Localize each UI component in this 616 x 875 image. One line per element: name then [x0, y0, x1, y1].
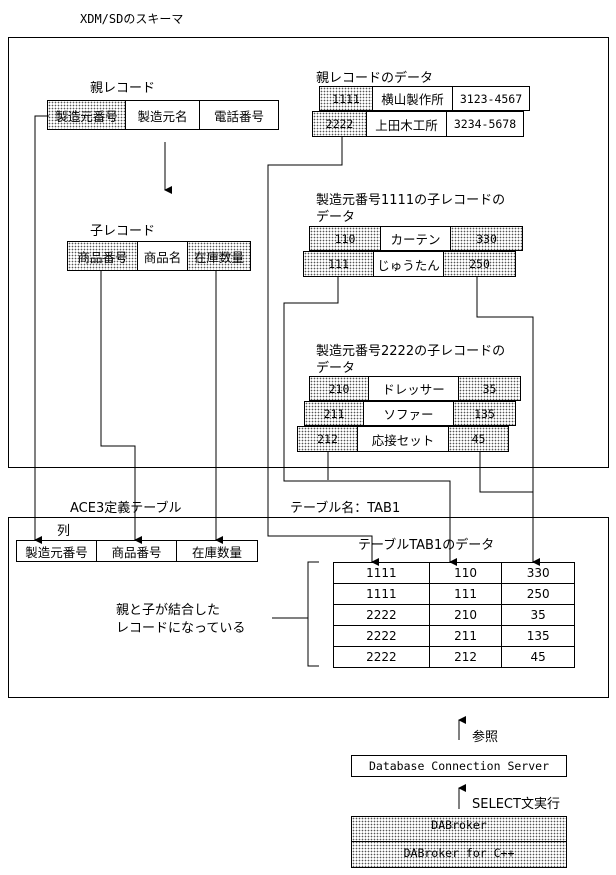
child-1111-row-1: 110 カーテン 330 — [309, 226, 523, 251]
child-data-1111-label-2: データ — [316, 210, 356, 225]
parent-data-row-1: 1111 横山製作所 3123-4567 — [319, 86, 530, 111]
join-note-2: レコードになっている — [116, 621, 246, 636]
cell: 135 — [454, 402, 515, 425]
cell: 2222 — [333, 625, 430, 647]
cell: 2222 — [333, 646, 430, 668]
cell: 111 — [304, 252, 374, 276]
child-2222-row-3: 212 応接セット 45 — [297, 426, 509, 452]
maker-no-mapping — [34, 115, 49, 544]
column-maker-no: 製造元番号 — [17, 541, 97, 561]
parent-record-fields: 製造元番号 製造元名 電話番号 — [47, 100, 279, 130]
cell: 35 — [459, 377, 520, 400]
field-stock-qty: 在庫数量 — [188, 242, 250, 270]
field-product-name: 商品名 — [138, 242, 188, 270]
child-record-label: 子レコード — [90, 224, 156, 239]
child-1111-flow — [283, 277, 457, 566]
cell: 3234-5678 — [453, 117, 517, 131]
tab1-bracket — [307, 561, 319, 667]
broker-cpp-label: DABroker for C++ — [403, 846, 515, 860]
cell: 2222 — [313, 112, 367, 136]
cell: 上田木工所 — [367, 112, 447, 136]
ace3-label: ACE3定義テーブル — [70, 501, 182, 516]
ace3-frame — [8, 517, 609, 698]
join-note-1: 親と子が結合した — [116, 603, 221, 618]
column-product-no: 商品番号 — [97, 541, 177, 561]
cell: 250 — [444, 252, 515, 276]
child-data-1111-label-1: 製造元番号1111の子レコードの — [316, 193, 506, 208]
select-label: SELECT文実行 — [472, 797, 560, 812]
cell: 330 — [451, 227, 522, 250]
cell: 250 — [501, 583, 575, 605]
child-2222-qty-flow — [479, 452, 533, 493]
cell: 応接セット — [358, 427, 449, 451]
schema-title: XDM/SDのスキーマ — [80, 12, 184, 26]
field-phone: 電話番号 — [213, 108, 264, 124]
server-box: Database Connection Server — [351, 755, 567, 777]
cell: 110 — [310, 227, 381, 250]
field-product-no: 商品番号 — [68, 242, 138, 270]
cell: ソファー — [364, 402, 454, 425]
cell: 212 — [298, 427, 358, 451]
child-2222-row-1: 210 ドレッサー 35 — [309, 376, 521, 401]
cell: 45 — [449, 427, 508, 451]
cell: 210 — [310, 377, 369, 400]
parent-record-label: 親レコード — [90, 81, 156, 96]
cell: じゅうたん — [374, 252, 444, 276]
column-stock-qty: 在庫数量 — [191, 544, 242, 560]
child-1111-qty-flow — [476, 277, 540, 566]
child-data-2222-label-2: データ — [316, 361, 356, 376]
child-data-2222-label-1: 製造元番号2222の子レコードの — [316, 344, 506, 359]
schema-frame — [8, 37, 609, 468]
cell: 横山製作所 — [373, 87, 453, 110]
broker-box — [351, 816, 567, 868]
table-name: テーブル名：TAB1 — [290, 501, 401, 516]
field-maker-no: 製造元番号 — [48, 101, 126, 129]
cell: ドレッサー — [369, 377, 459, 400]
ref-label: 参照 — [472, 730, 499, 745]
broker-label: DABroker — [431, 818, 487, 832]
cell: 1111 — [320, 87, 373, 110]
cell: 211 — [305, 402, 364, 425]
parent-data-label: 親レコードのデータ — [316, 71, 434, 86]
child-2222-row-2: 211 ソファー 135 — [304, 401, 516, 426]
cell: カーテン — [381, 227, 451, 250]
field-maker-name: 製造元名 — [126, 101, 200, 129]
tab1-data-label: テーブルTAB1のデータ — [358, 534, 497, 553]
cell: 3123-4567 — [459, 91, 523, 106]
product-no-mapping — [100, 271, 142, 544]
broker-divider — [351, 841, 567, 842]
child-record-fields: 商品番号 商品名 在庫数量 — [67, 241, 251, 271]
parent-data-row-2: 2222 上田木工所 3234-5678 — [312, 111, 524, 137]
parent-data-flow — [267, 137, 379, 566]
cell: 212 — [428, 646, 503, 668]
child-1111-row-2: 111 じゅうたん 250 — [303, 251, 516, 277]
columns-label: 列 — [57, 524, 71, 539]
cell: 45 — [501, 646, 575, 668]
